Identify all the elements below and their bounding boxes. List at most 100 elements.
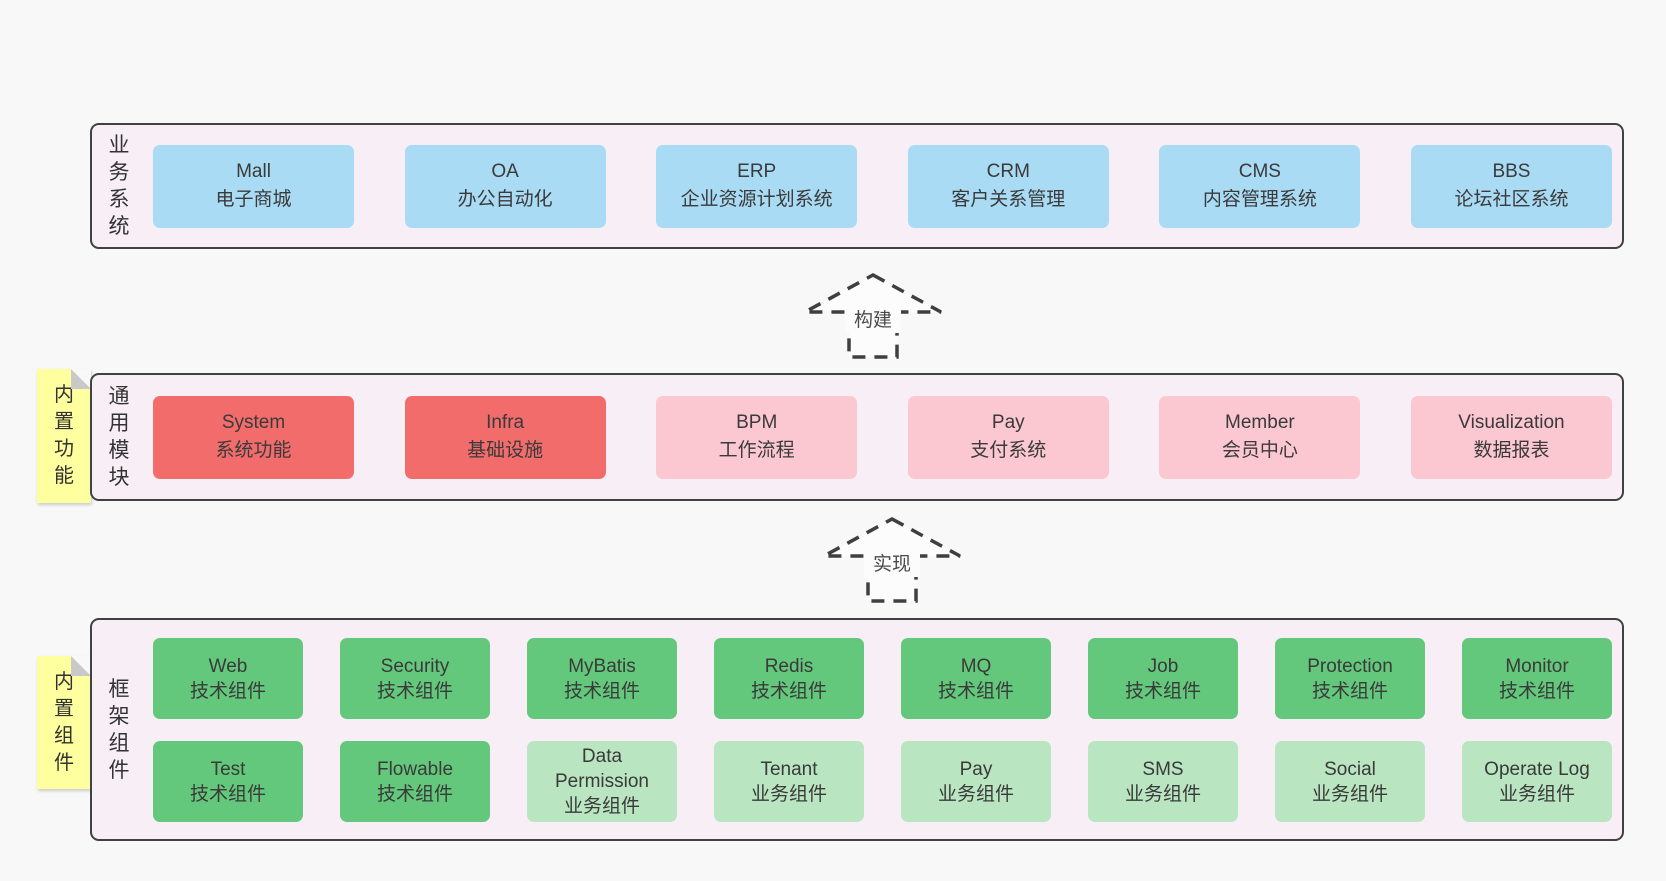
component-box-operate-log: Operate Log 业务组件 — [1462, 741, 1612, 822]
box-name: Pay — [959, 758, 993, 780]
component-box-security: Security 技术组件 — [340, 638, 490, 719]
box-name: MQ — [960, 655, 992, 677]
component-box-social: Social 业务组件 — [1275, 741, 1425, 822]
sticky-note-built-in-components: 内置组件 — [37, 656, 91, 789]
framework-row-2: Test 技术组件 Flowable 技术组件 Data Permission … — [153, 741, 1612, 822]
box-name: MyBatis — [568, 655, 636, 677]
implement-arrow: 实现 — [823, 517, 961, 603]
box-desc: 办公自动化 — [457, 189, 553, 210]
component-box-monitor: Monitor 技术组件 — [1462, 638, 1612, 719]
box-desc: 技术组件 — [1311, 680, 1388, 702]
box-desc: 业务组件 — [563, 796, 640, 817]
business-box-bbs: BBS 论坛社区系统 — [1410, 144, 1612, 228]
box-desc: 基础设施 — [467, 440, 544, 461]
box-name: OA — [491, 161, 519, 182]
box-desc: 技术组件 — [1124, 680, 1201, 702]
box-name: Social — [1324, 758, 1376, 780]
component-box-job: Job 技术组件 — [1088, 638, 1238, 719]
component-box-tenant: Tenant 业务组件 — [714, 741, 864, 822]
box-desc: 会员中心 — [1221, 440, 1298, 461]
box-name: Monitor — [1505, 655, 1569, 677]
box-name: Data Permission — [555, 746, 649, 792]
box-name: Test — [210, 758, 246, 780]
box-desc: 技术组件 — [750, 680, 827, 702]
common-modules-row: System 系统功能 Infra 基础设施 BPM 工作流程 Pay 支付系统… — [153, 375, 1612, 499]
build-arrow-label: 构建 — [854, 309, 892, 331]
box-desc: 技术组件 — [376, 783, 453, 805]
band-common-modules: 通用模块 System 系统功能 Infra 基础设施 BPM 工作流程 Pay… — [90, 373, 1624, 501]
box-name: Job — [1147, 655, 1179, 677]
box-name: Flowable — [376, 758, 454, 780]
box-desc: 业务组件 — [1124, 783, 1201, 805]
band-business-systems: 业务系统 Mall 电子商城 OA 办公自动化 ERP 企业资源计划系统 CRM… — [90, 123, 1624, 249]
box-desc: 内容管理系统 — [1202, 189, 1317, 210]
component-box-web: Web 技术组件 — [153, 638, 303, 719]
module-box-visualization: Visualization 数据报表 — [1410, 395, 1612, 479]
box-desc: 系统功能 — [215, 440, 292, 461]
sticky-note-text: 内置组件 — [54, 670, 74, 774]
box-desc: 技术组件 — [189, 783, 266, 805]
sticky-note-text: 内置功能 — [54, 384, 74, 487]
box-desc: 数据报表 — [1473, 440, 1550, 461]
box-name: Redis — [764, 655, 814, 677]
module-box-pay: Pay 支付系统 — [907, 395, 1109, 479]
box-desc: 技术组件 — [563, 680, 640, 702]
box-desc: 电子商城 — [215, 189, 292, 210]
box-desc: 论坛社区系统 — [1454, 189, 1569, 210]
component-box-data-permission: Data Permission 业务组件 — [527, 741, 677, 822]
box-desc: 业务组件 — [937, 783, 1014, 805]
band-framework-components: 框架组件 Web 技术组件 Security 技术组件 MyBatis 技术组件… — [90, 618, 1624, 841]
module-box-bpm: BPM 工作流程 — [656, 395, 858, 479]
business-box-oa: OA 办公自动化 — [404, 144, 606, 228]
build-arrow: 构建 — [804, 273, 942, 359]
component-box-sms: SMS 业务组件 — [1088, 741, 1238, 822]
box-name: Member — [1225, 412, 1295, 433]
component-box-test: Test 技术组件 — [153, 741, 303, 822]
box-desc: 业务组件 — [1498, 783, 1575, 805]
box-desc: 技术组件 — [937, 680, 1014, 702]
component-box-pay: Pay 业务组件 — [901, 741, 1051, 822]
box-desc: 工作流程 — [718, 440, 795, 461]
implement-arrow-label-bg — [864, 549, 920, 577]
module-box-infra: Infra 基础设施 — [404, 395, 606, 479]
box-name: BPM — [736, 412, 778, 433]
band-label-common-modules: 通用模块 — [108, 385, 130, 489]
box-name: ERP — [737, 161, 777, 182]
sticky-note-built-in-features: 内置功能 — [37, 369, 91, 503]
component-box-mybatis: MyBatis 技术组件 — [527, 638, 677, 719]
box-desc: 企业资源计划系统 — [680, 189, 833, 210]
box-desc: 技术组件 — [1498, 680, 1575, 702]
box-name: SMS — [1142, 758, 1184, 780]
box-name: Protection — [1307, 655, 1393, 677]
box-name: Security — [380, 655, 450, 677]
band-label-framework-components: 框架组件 — [108, 677, 130, 782]
component-box-mq: MQ 技术组件 — [901, 638, 1051, 719]
box-desc: 业务组件 — [750, 783, 827, 805]
box-name: Infra — [486, 412, 525, 433]
band-label-business-systems: 业务系统 — [108, 134, 130, 238]
build-arrow-label-bg — [845, 305, 901, 333]
box-name: Web — [208, 655, 248, 677]
box-desc: 技术组件 — [376, 680, 453, 702]
box-name: Pay — [991, 412, 1025, 433]
component-box-flowable: Flowable 技术组件 — [340, 741, 490, 822]
box-desc: 技术组件 — [189, 680, 266, 702]
business-box-erp: ERP 企业资源计划系统 — [656, 144, 858, 228]
box-name: CRM — [986, 161, 1030, 182]
component-box-redis: Redis 技术组件 — [714, 638, 864, 719]
box-desc: 支付系统 — [970, 440, 1047, 461]
business-systems-row: Mall 电子商城 OA 办公自动化 ERP 企业资源计划系统 CRM 客户关系… — [153, 125, 1612, 247]
module-box-member: Member 会员中心 — [1159, 395, 1361, 479]
business-box-mall: Mall 电子商城 — [153, 144, 354, 228]
box-name: Visualization — [1458, 412, 1565, 433]
framework-row-1: Web 技术组件 Security 技术组件 MyBatis 技术组件 Redi… — [153, 638, 1612, 719]
box-name: CMS — [1238, 161, 1281, 182]
box-name: System — [221, 412, 286, 433]
box-name: Operate Log — [1484, 758, 1590, 780]
component-box-protection: Protection 技术组件 — [1275, 638, 1425, 719]
box-name: BBS — [1492, 161, 1531, 182]
box-name: Mall — [236, 161, 271, 182]
framework-components-grid: Web 技术组件 Security 技术组件 MyBatis 技术组件 Redi… — [153, 638, 1612, 822]
box-name: Tenant — [760, 758, 818, 780]
box-desc: 业务组件 — [1311, 783, 1388, 805]
